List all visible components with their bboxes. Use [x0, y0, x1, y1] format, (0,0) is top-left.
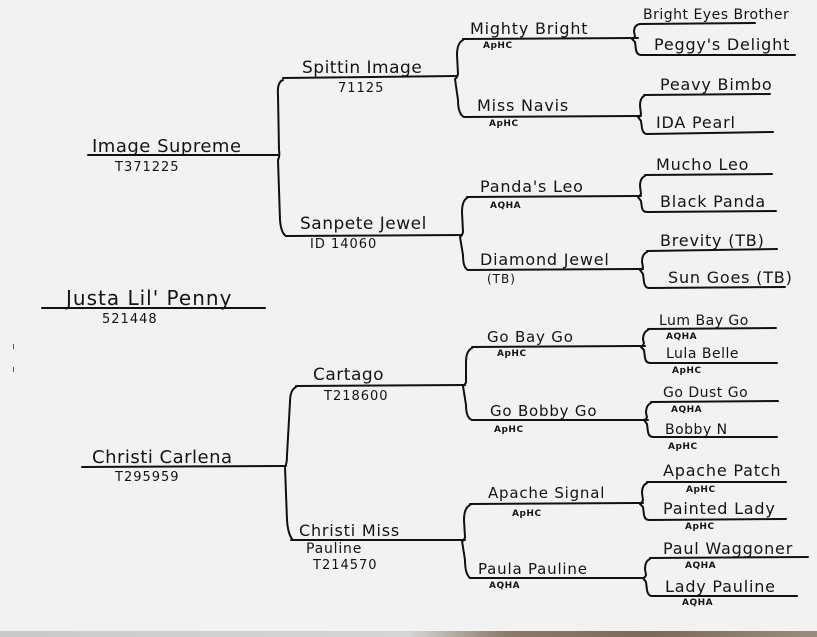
sd-dam-underline [467, 268, 644, 271]
b-apache-signal [639, 482, 650, 521]
g4-reg: AQHA [682, 598, 714, 608]
sire-sire-underline [282, 75, 458, 79]
ss-dam-underline [463, 115, 642, 118]
dd-bracket [461, 504, 471, 579]
g4-name: Apache Patch [663, 461, 782, 480]
g4-reg: ApHC [672, 366, 702, 376]
dd-sire-reg: ApHC [512, 509, 542, 519]
sd-dam-name: Diamond Jewel [480, 250, 610, 269]
b-mighty-bright [631, 23, 642, 56]
ds-sire-name: Go Bay Go [487, 328, 574, 346]
sire-bracket [276, 79, 287, 237]
g4-name: Painted Lady [663, 499, 776, 518]
scan-mark [13, 367, 14, 372]
b-go-bobby-go [643, 402, 654, 438]
g4-name: Peggy's Delight [654, 35, 791, 54]
ss-bracket [454, 39, 465, 118]
dam-dam-name-line2: Pauline [306, 541, 363, 557]
dd-dam-reg: AQHA [489, 581, 521, 591]
dam-reg: T295959 [115, 470, 180, 485]
ss-sire-underline [462, 37, 639, 40]
dam-sire-underline [295, 384, 466, 387]
g4-name: Sun Goes (TB) [668, 268, 793, 287]
sd-bracket [459, 197, 469, 271]
ss-dam-reg: ApHC [489, 119, 519, 129]
sire-dam-underline [285, 234, 463, 237]
sire-name: Image Supreme [92, 136, 242, 157]
g4-name: Peavy Bimbo [660, 75, 773, 94]
g4-name: Paul Waggoner [663, 539, 794, 558]
g4-name: Black Panda [660, 192, 767, 211]
dam-sire-name: Cartago [313, 365, 385, 385]
g4-reg: AQHA [666, 332, 698, 342]
g4-name: Lady Pauline [665, 577, 776, 596]
b-diamond-jewel [639, 251, 650, 289]
ds-bracket [462, 347, 473, 421]
ss-dam-name: Miss Navis [477, 96, 570, 115]
ds-dam-reg: ApHC [494, 425, 524, 435]
dd-sire-underline [469, 502, 644, 505]
g4-name: Brevity (TB) [660, 231, 765, 250]
g4-name: Bobby N [665, 422, 728, 438]
scan-mark [13, 344, 14, 349]
subject-name: Justa Lil' Penny [66, 286, 233, 310]
sd-dam-reg: (TB) [487, 272, 516, 286]
g4-reg: AQHA [671, 405, 703, 415]
g4-reg: ApHC [668, 442, 698, 452]
ss-sire-name: Mighty Bright [470, 19, 589, 38]
dam-sire-reg: T218600 [324, 389, 389, 404]
dam-underline [81, 465, 287, 468]
sire-dam-name: Sanpete Jewel [300, 214, 427, 234]
sd-sire-underline [466, 195, 642, 198]
sire-dam-reg: ID 14060 [310, 237, 378, 252]
dam-dam-name: Christi Miss [299, 521, 400, 540]
ds-sire-reg: ApHC [497, 349, 527, 359]
ds-dam-name: Go Bobby Go [490, 402, 598, 420]
g4-reg: ApHC [686, 485, 716, 495]
b-paula-pauline [642, 558, 653, 597]
sd-sire-name: Panda's Leo [480, 177, 584, 196]
g4-name: IDA Pearl [656, 113, 736, 132]
sire-reg: T371225 [115, 160, 180, 175]
g4-name: Bright Eyes Brother [643, 7, 790, 23]
sire-sire-reg: 71125 [338, 81, 385, 96]
b-miss-navis [637, 95, 648, 135]
ss-sire-reg: ApHC [483, 41, 513, 51]
sire-sire-name: Spittin Image [302, 58, 423, 78]
g4-name: Go Dust Go [663, 385, 749, 401]
dam-dam-reg: T214570 [313, 558, 378, 573]
dam-bracket [284, 386, 297, 541]
scan-bottom-edge [0, 631, 817, 637]
dd-dam-name: Paula Pauline [478, 560, 588, 578]
subject-reg: 521448 [102, 312, 158, 327]
g4-reg: AQHA [685, 561, 717, 571]
g4-reg: ApHC [685, 522, 715, 532]
dd-sire-name: Apache Signal [488, 484, 606, 502]
sd-sire-reg: AQHA [490, 201, 522, 211]
b-go-bay-go [640, 329, 651, 364]
dam-name: Christi Carlena [92, 447, 233, 468]
ds-sire-underline [471, 345, 646, 348]
b-pandas-leo [637, 175, 648, 213]
g4-name: Lum Bay Go [659, 313, 749, 329]
g4-name: Mucho Leo [656, 155, 750, 174]
g4-name: Lula Belle [666, 346, 739, 362]
